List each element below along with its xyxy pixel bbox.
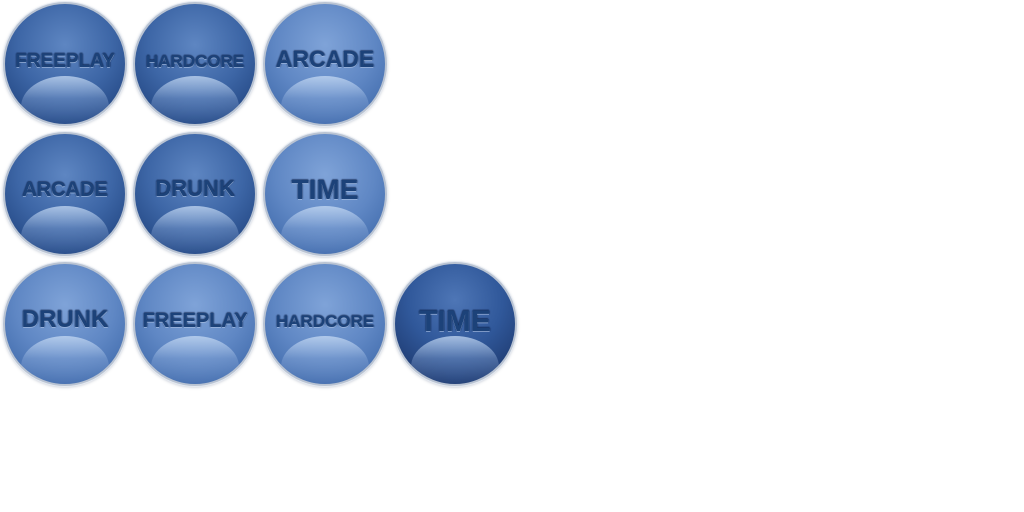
mode-label-hardcore: HARDCORE	[275, 312, 375, 331]
gloss-highlight	[21, 336, 109, 384]
mode-button-drunk[interactable]: DRUNK	[133, 132, 257, 256]
mode-label-arcade: ARCADE	[275, 46, 375, 72]
gloss-highlight	[281, 336, 369, 384]
mode-label-time: TIME	[291, 174, 359, 205]
gloss-highlight	[21, 206, 109, 254]
mode-label-freeplay: FREEPLAY	[15, 51, 115, 72]
mode-button-time[interactable]: TIME	[263, 132, 387, 256]
gloss-highlight	[281, 206, 369, 254]
mode-button-arcade[interactable]: ARCADE	[263, 2, 387, 126]
mode-label-hardcore: HARDCORE	[145, 52, 245, 71]
mode-label-drunk: DRUNK	[21, 306, 109, 333]
mode-button-hardcore[interactable]: HARDCORE	[133, 2, 257, 126]
gloss-highlight	[281, 76, 369, 124]
gloss-highlight	[151, 336, 239, 384]
gloss-highlight	[151, 206, 239, 254]
mode-button-drunk[interactable]: DRUNK	[3, 262, 127, 386]
mode-label-time: TIME	[419, 305, 491, 338]
mode-label-drunk: DRUNK	[155, 176, 235, 201]
mode-button-time[interactable]: TIME	[393, 262, 517, 386]
gloss-highlight	[21, 76, 109, 124]
gloss-highlight	[151, 76, 239, 124]
mode-button-hardcore[interactable]: HARDCORE	[263, 262, 387, 386]
mode-label-freeplay: FREEPLAY	[142, 310, 248, 332]
mode-label-arcade: ARCADE	[22, 179, 108, 201]
mode-button-freeplay[interactable]: FREEPLAY	[133, 262, 257, 386]
gloss-highlight	[411, 336, 499, 384]
mode-button-arcade[interactable]: ARCADE	[3, 132, 127, 256]
mode-button-freeplay[interactable]: FREEPLAY	[3, 2, 127, 126]
